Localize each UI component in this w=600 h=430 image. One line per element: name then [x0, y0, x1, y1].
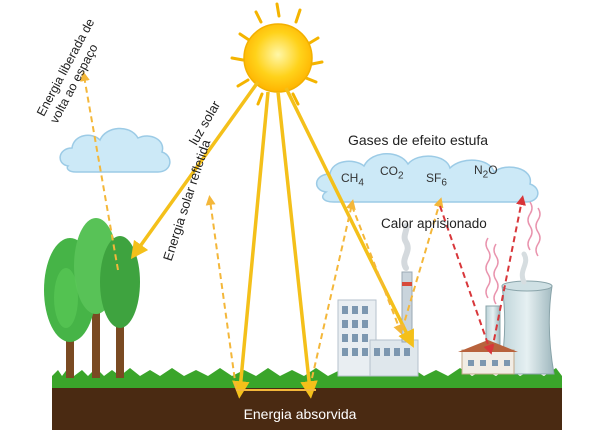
label-greenhouse-gases: Gases de efeito estufa	[348, 132, 489, 148]
label-absorbed-energy: Energia absorvida	[243, 406, 357, 422]
gas-sf6: SF6	[426, 171, 447, 189]
dashed-arrows	[79, 71, 444, 389]
gas-ch4: CH4	[341, 171, 364, 189]
gas-co2: CO2	[380, 164, 404, 182]
factory	[337, 223, 419, 377]
sunlight-rays	[130, 80, 414, 399]
label-trapped-heat: Calor aprisionado	[381, 216, 487, 231]
sun-icon	[230, 2, 324, 106]
cloud-left	[59, 127, 171, 173]
gas-n2o: N2O	[474, 163, 498, 181]
power-plant	[458, 201, 555, 375]
cloud-greenhouse	[316, 153, 539, 203]
heat-arrows	[439, 195, 526, 355]
trees	[44, 218, 140, 378]
